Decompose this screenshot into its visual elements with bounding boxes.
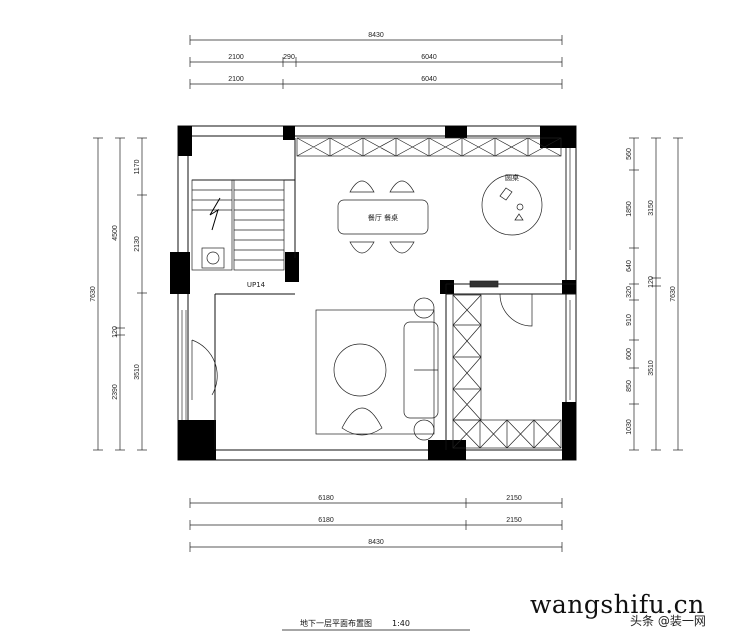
dim-right-inner-h: 1030 (626, 419, 633, 435)
area-rug (315, 309, 435, 435)
dining-table-label: 餐厅 餐桌 (368, 213, 398, 222)
drawing-title: 地下一层平面布置图 (300, 618, 372, 628)
dim-left-mid-b: 120 (112, 326, 119, 338)
dim-right-inner-d: 320 (626, 286, 633, 298)
dim-left-mid-a: 4500 (112, 225, 119, 241)
dim-top-r3-b: 6040 (421, 76, 437, 83)
dim-left-inner-a: 1170 (134, 159, 141, 174)
drawing-scale: 1:40 (392, 619, 410, 628)
dim-top-r3-a: 2100 (228, 76, 244, 83)
dim-bottom-r2-b: 2150 (506, 517, 522, 524)
round-table-item (516, 203, 524, 211)
dim-left-outer: 7630 (90, 286, 97, 302)
dim-right-inner-c: 640 (626, 260, 633, 272)
top-dimension-lines (189, 35, 563, 89)
dim-right-inner-a: 560 (626, 148, 633, 160)
side-table (413, 297, 435, 319)
coffee-table (333, 343, 387, 397)
dim-right-mid-c: 3510 (648, 360, 655, 376)
dim-bottom-r1-b: 2150 (506, 495, 522, 502)
watermark-source: 头条 @装一网 (630, 614, 706, 628)
round-table-label: 圆桌 (505, 173, 519, 182)
entry-door (191, 339, 218, 400)
dim-top-r2-b: 290 (283, 54, 295, 61)
dim-right-mid-b: 120 (648, 276, 655, 288)
left-dimension-lines (93, 137, 147, 451)
round-table (481, 174, 543, 236)
right-room-storage (452, 280, 562, 449)
dim-left-inner-b: 2130 (134, 236, 141, 252)
dining-chair (389, 180, 415, 193)
dim-top-r2-a: 2100 (228, 54, 244, 61)
dim-top-r2-c: 6040 (421, 54, 437, 61)
round-table-area (481, 174, 543, 236)
stair-label: UP14 (247, 281, 266, 289)
drain-icon (206, 251, 220, 265)
lounge-chair (341, 407, 383, 436)
walls (170, 125, 577, 461)
round-table-item (514, 213, 524, 221)
top-cabinet-row (296, 137, 562, 157)
dining-table (337, 199, 429, 235)
right-dimension-lines (629, 137, 683, 451)
dim-left-inner-c: 3510 (134, 364, 141, 380)
windows (177, 148, 571, 420)
dim-bottom-r1-a: 6180 (318, 495, 334, 502)
utility-box (201, 247, 225, 269)
round-table-item (499, 187, 513, 201)
dim-right-inner-g: 850 (626, 380, 633, 392)
dining-area (337, 180, 429, 254)
room-door (499, 293, 533, 327)
dim-right-inner-e: 910 (626, 314, 633, 326)
side-table (413, 419, 435, 441)
dim-right-mid-a: 3150 (648, 200, 655, 216)
watermark-site: wangshifu.cn (530, 590, 705, 619)
dim-right-inner-f: 600 (626, 348, 633, 360)
dim-left-mid-c: 2390 (112, 384, 119, 400)
dim-right-inner-b: 1850 (626, 201, 633, 217)
dining-chair (349, 180, 375, 193)
dining-chair (349, 241, 375, 254)
dining-chair (389, 241, 415, 254)
staircase (191, 179, 285, 271)
dim-right-outer: 7630 (670, 286, 677, 302)
dim-bottom-total: 8430 (368, 539, 384, 546)
dim-bottom-r2-a: 6180 (318, 517, 334, 524)
living-area (315, 297, 439, 441)
bottom-dimension-lines (189, 498, 563, 552)
dim-top-total: 8430 (368, 32, 384, 39)
